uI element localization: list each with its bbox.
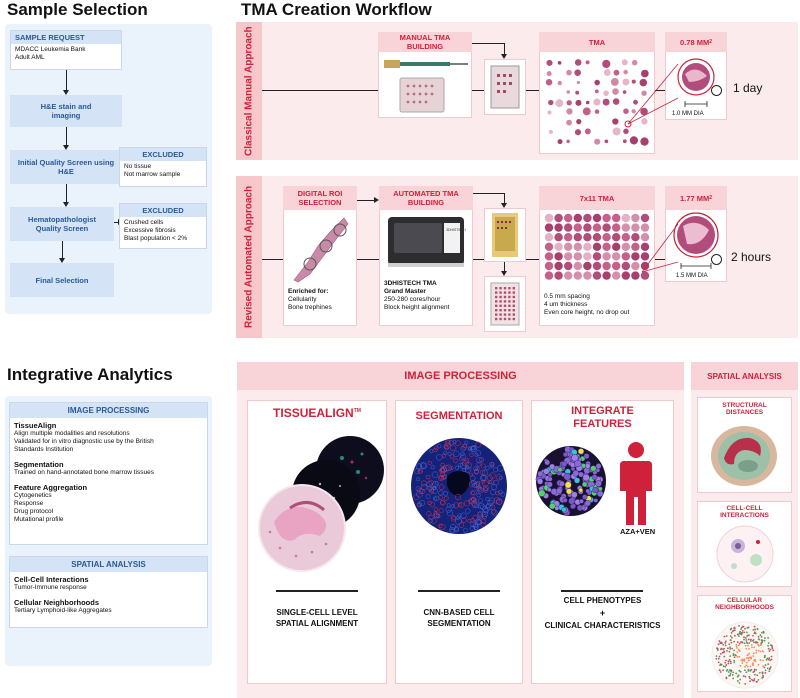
ia-image-processing-box: IMAGE PROCESSING TissueAlign Align multi… [9,402,208,545]
revised-core-image [673,212,719,269]
roi-label: DIGITAL ROI SELECTION [283,186,357,210]
tissuealign-divider [276,590,358,592]
ia-item-line: Align multiple modalities and resolution… [14,430,130,437]
structural-label: STRUCTURAL DISTANCES [722,402,767,416]
excluded-line: Crushed cells [124,219,164,226]
ia-item-title: Segmentation [14,460,64,469]
integrate-title: INTEGRATE FEATURES [571,405,634,430]
manual-block-image [490,65,520,109]
final-selection-box: Final Selection [10,263,114,297]
classical-tma-grid [545,59,649,146]
ia-item-title: TissueAlign [14,421,57,430]
sample-request-box: SAMPLE REQUEST MDACC Leukemia Bank Adult… [10,30,122,70]
drug-label: AZA+VEN [620,527,656,536]
ia-spatial-line: Tertiary Lymphoid-like Aggregates [14,607,112,614]
integrate-caption-2: CLINICAL CHARACTERISTICS [544,621,661,630]
ia-item-title: Feature Aggregation [14,483,88,492]
segmentation-title: SEGMENTATION [415,410,503,422]
excluded-header-1: EXCLUDED [120,148,206,161]
ia-item-line: Validated for in vitro diagnostic use by… [14,438,154,445]
revised-dia-label: 1.5 MM DIA [676,273,708,279]
ia-spatial-title: Cellular Neighborhoods [14,598,100,607]
segmentation-caption: CNN-BASED CELL SEGMENTATION [423,608,495,628]
revised-tma-label: 7x11 TMA [539,186,655,210]
classical-tma-label: TMA [539,32,655,52]
sample-selection-title: Sample Selection [7,0,148,19]
ia-item-line: Cytogenetics [14,492,52,499]
ia-item-line: Response [14,500,44,507]
integrate-caption-1: CELL PHENOTYPES [563,596,642,605]
spatial-header: SPATIAL ANALYSIS [691,362,798,390]
roi-tissue-image [293,217,349,283]
revised-tma-text: 0.5 mm spacing 4 um thickness Even core … [544,293,630,316]
integrate-card [531,400,674,684]
classical-core-image [677,58,715,107]
auto-building-label: AUTOMATED TMA BUILDING [379,186,473,210]
segmentation-image [411,438,507,534]
cell-cell-label: CELL-CELL INTERACTIONS [720,505,769,519]
classical-side-label: Classical Manual Approach [236,22,262,160]
integrate-divider [561,590,643,592]
image-processing-header: IMAGE PROCESSING [237,362,684,390]
manual-building-label: MANUAL TMA BUILDING [378,32,472,52]
tma-workflow-title: TMA Creation Workflow [241,0,432,19]
excluded-line: No tissue [124,163,152,170]
tissuealign-caption: SINGLE-CELL LEVEL SPATIAL ALIGNMENT [275,608,359,628]
excluded-line: Blast population < 2% [124,235,188,242]
revised-tma-grid [544,213,650,280]
excluded-line: Not marrow sample [124,171,181,178]
ia-item-line: Standards Institution [14,446,74,453]
request-line: MDACC Leukemia Bank [15,46,86,53]
ia-spatial-title: Cell-Cell Interactions [14,575,89,584]
ia-item-line: Trained on hand-annotated bone marrow ti… [14,469,154,476]
auto-block-card-2 [484,276,526,332]
ia-spatial-header: SPATIAL ANALYSIS [10,557,207,572]
classical-zoom-line [624,63,679,128]
ia-image-processing-header: IMAGE PROCESSING [10,403,207,418]
auto-block-image-1 [492,213,518,257]
initial-screen-box: Initial Quality Screen using H&E [10,150,122,184]
classical-end-circle [711,85,722,96]
integrative-title: Integrative Analytics [7,365,173,384]
tma-machine-image [388,217,464,267]
neighborhoods-label: CELLULAR NEIGHBORHOODS [715,597,774,611]
ia-spatial-box: SPATIAL ANALYSIS Cell-Cell Interactions … [9,556,208,628]
integrate-image [535,446,606,516]
hemato-screen-box: Hematopathologist Quality Screen [10,207,114,241]
classical-time: 1 day [733,81,763,95]
sample-request-header: SAMPLE REQUEST [11,31,121,44]
revised-zoom-line [641,223,679,273]
enriched-text: Enriched for: Cellularity Bone trephines [288,288,332,311]
revised-side-label: Revised Automated Approach [236,176,262,338]
excluded-box-2: EXCLUDED Crushed cells Excessive fibrosi… [119,203,207,249]
auto-block-image-2 [490,282,520,326]
tissuealign-title: TISSUEALIGNTM [273,406,361,420]
ia-spatial-line: Tumor-Immune response [14,584,87,591]
he-stain-box: H&E stain and imaging [10,95,122,127]
manual-block-card [484,59,526,115]
integrate-plus: + [599,608,606,618]
neighborhoods-image [711,621,779,689]
excluded-header-2: EXCLUDED [120,204,206,217]
request-line: Adult AML [15,54,45,61]
excluded-line: Excessive fibrosis [124,227,176,234]
ia-item-line: Drug protocol [14,508,54,515]
machine-text: 3DHISTECH TMA Grand Master 250-280 cores… [384,280,450,311]
manual-tma-tool-image [384,60,468,113]
excluded-box-1: EXCLUDED No tissue Not marrow sample [119,147,207,187]
machine-brand: 3DHISTECH [446,228,466,232]
auto-block-card-1 [484,208,526,262]
tissuealign-image [258,436,384,572]
structural-image [711,426,777,486]
classical-dia-label: 1.0 MM DIA [672,111,704,117]
segmentation-divider [418,590,500,592]
revised-end-circle [711,254,722,265]
revised-time: 2 hours [731,250,772,264]
person-icon [620,442,652,525]
ia-item-line: Mutational profile [14,516,64,523]
cell-cell-image [716,525,774,583]
